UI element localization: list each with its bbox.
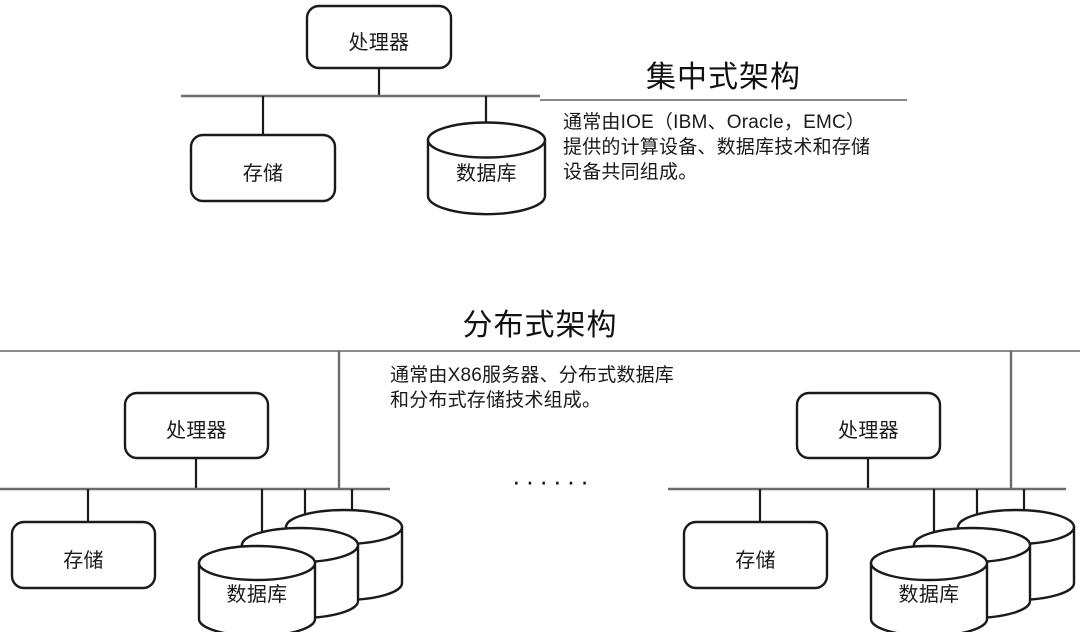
cluster-right-storage-label: 存储 <box>735 550 776 572</box>
distributed-ellipsis: ······ <box>512 466 594 496</box>
cluster-left-processor-label: 处理器 <box>166 420 227 442</box>
distributed-section-body: 通常由X86服务器、分布式数据库 和分布式存储技术组成。 <box>390 365 675 412</box>
cluster-left-storage-box <box>10 520 157 590</box>
cluster-left-storage-label: 存储 <box>63 550 104 572</box>
cluster-left-database-cylinder-front <box>197 544 317 632</box>
cluster-right-database-label: 数据库 <box>898 584 960 606</box>
centralized-database-cylinder <box>426 121 547 216</box>
centralized-section-body: 通常由IOE（IBM、Oracle，EMC） 提供的计算设备、数据库技术和存储 … <box>563 112 871 184</box>
cluster-left-database-label: 数据库 <box>226 584 288 606</box>
cluster-right-processor-label: 处理器 <box>838 420 899 442</box>
cluster-right-storage-box <box>682 520 829 590</box>
centralized-storage-label: 存储 <box>242 163 284 185</box>
centralized-storage-box <box>189 133 337 203</box>
centralized-database-label: 数据库 <box>456 163 517 185</box>
cluster-right-database-cylinder-front <box>869 544 989 632</box>
distributed-section-title: 分布式架构 <box>462 309 618 342</box>
centralized-processor-label: 处理器 <box>348 32 410 54</box>
centralized-section-title: 集中式架构 <box>646 61 801 94</box>
